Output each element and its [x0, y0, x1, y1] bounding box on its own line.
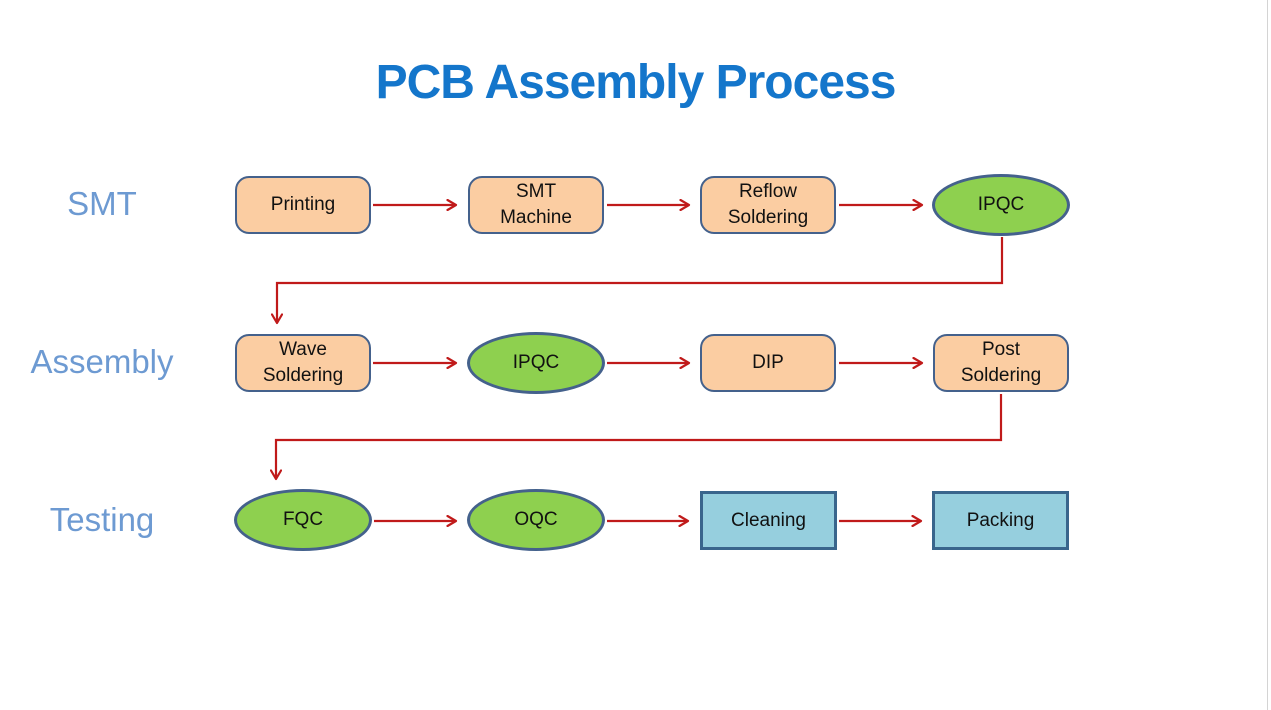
node-wave-soldering: Wave Soldering — [235, 334, 371, 392]
node-dip: DIP — [700, 334, 836, 392]
node-packing-label: Packing — [966, 509, 1035, 531]
node-fqc-label: FQC — [282, 509, 324, 530]
node-reflow-soldering: Reflow Soldering — [700, 176, 836, 234]
node-packing: Packing — [932, 491, 1069, 550]
node-ipqc-smt-label: IPQC — [977, 194, 1025, 215]
node-cleaning: Cleaning — [700, 491, 837, 550]
row-label-assembly: Assembly — [30, 343, 174, 380]
node-reflow-soldering-label: Reflow Soldering — [727, 181, 809, 228]
connector-ipqc-to-wave-soldering — [277, 237, 1004, 323]
node-dip-label: DIP — [752, 352, 784, 373]
node-smt-machine-label: SMT Machine — [500, 181, 572, 228]
page-title: PCB Assembly Process — [375, 56, 897, 109]
node-printing-label: Printing — [270, 194, 336, 215]
slide-right-edge-line — [1267, 0, 1268, 710]
node-ipqc-smt: IPQC — [932, 174, 1070, 236]
node-ipqc-assembly-label: IPQC — [512, 352, 560, 373]
node-oqc-label: OQC — [514, 509, 558, 530]
row-label-smt: SMT — [67, 185, 137, 222]
node-oqc: OQC — [467, 489, 605, 551]
row-label-testing: Testing — [49, 501, 155, 538]
node-fqc: FQC — [234, 489, 372, 551]
node-cleaning-label: Cleaning — [731, 509, 806, 531]
connector-post-soldering-to-fqc — [276, 394, 1003, 479]
node-wave-soldering-label: Wave Soldering — [262, 339, 344, 386]
node-printing: Printing — [235, 176, 371, 234]
node-post-soldering: Post Soldering — [933, 334, 1069, 392]
node-ipqc-assembly: IPQC — [467, 332, 605, 394]
node-post-soldering-label: Post Soldering — [960, 339, 1042, 386]
node-smt-machine: SMT Machine — [468, 176, 604, 234]
